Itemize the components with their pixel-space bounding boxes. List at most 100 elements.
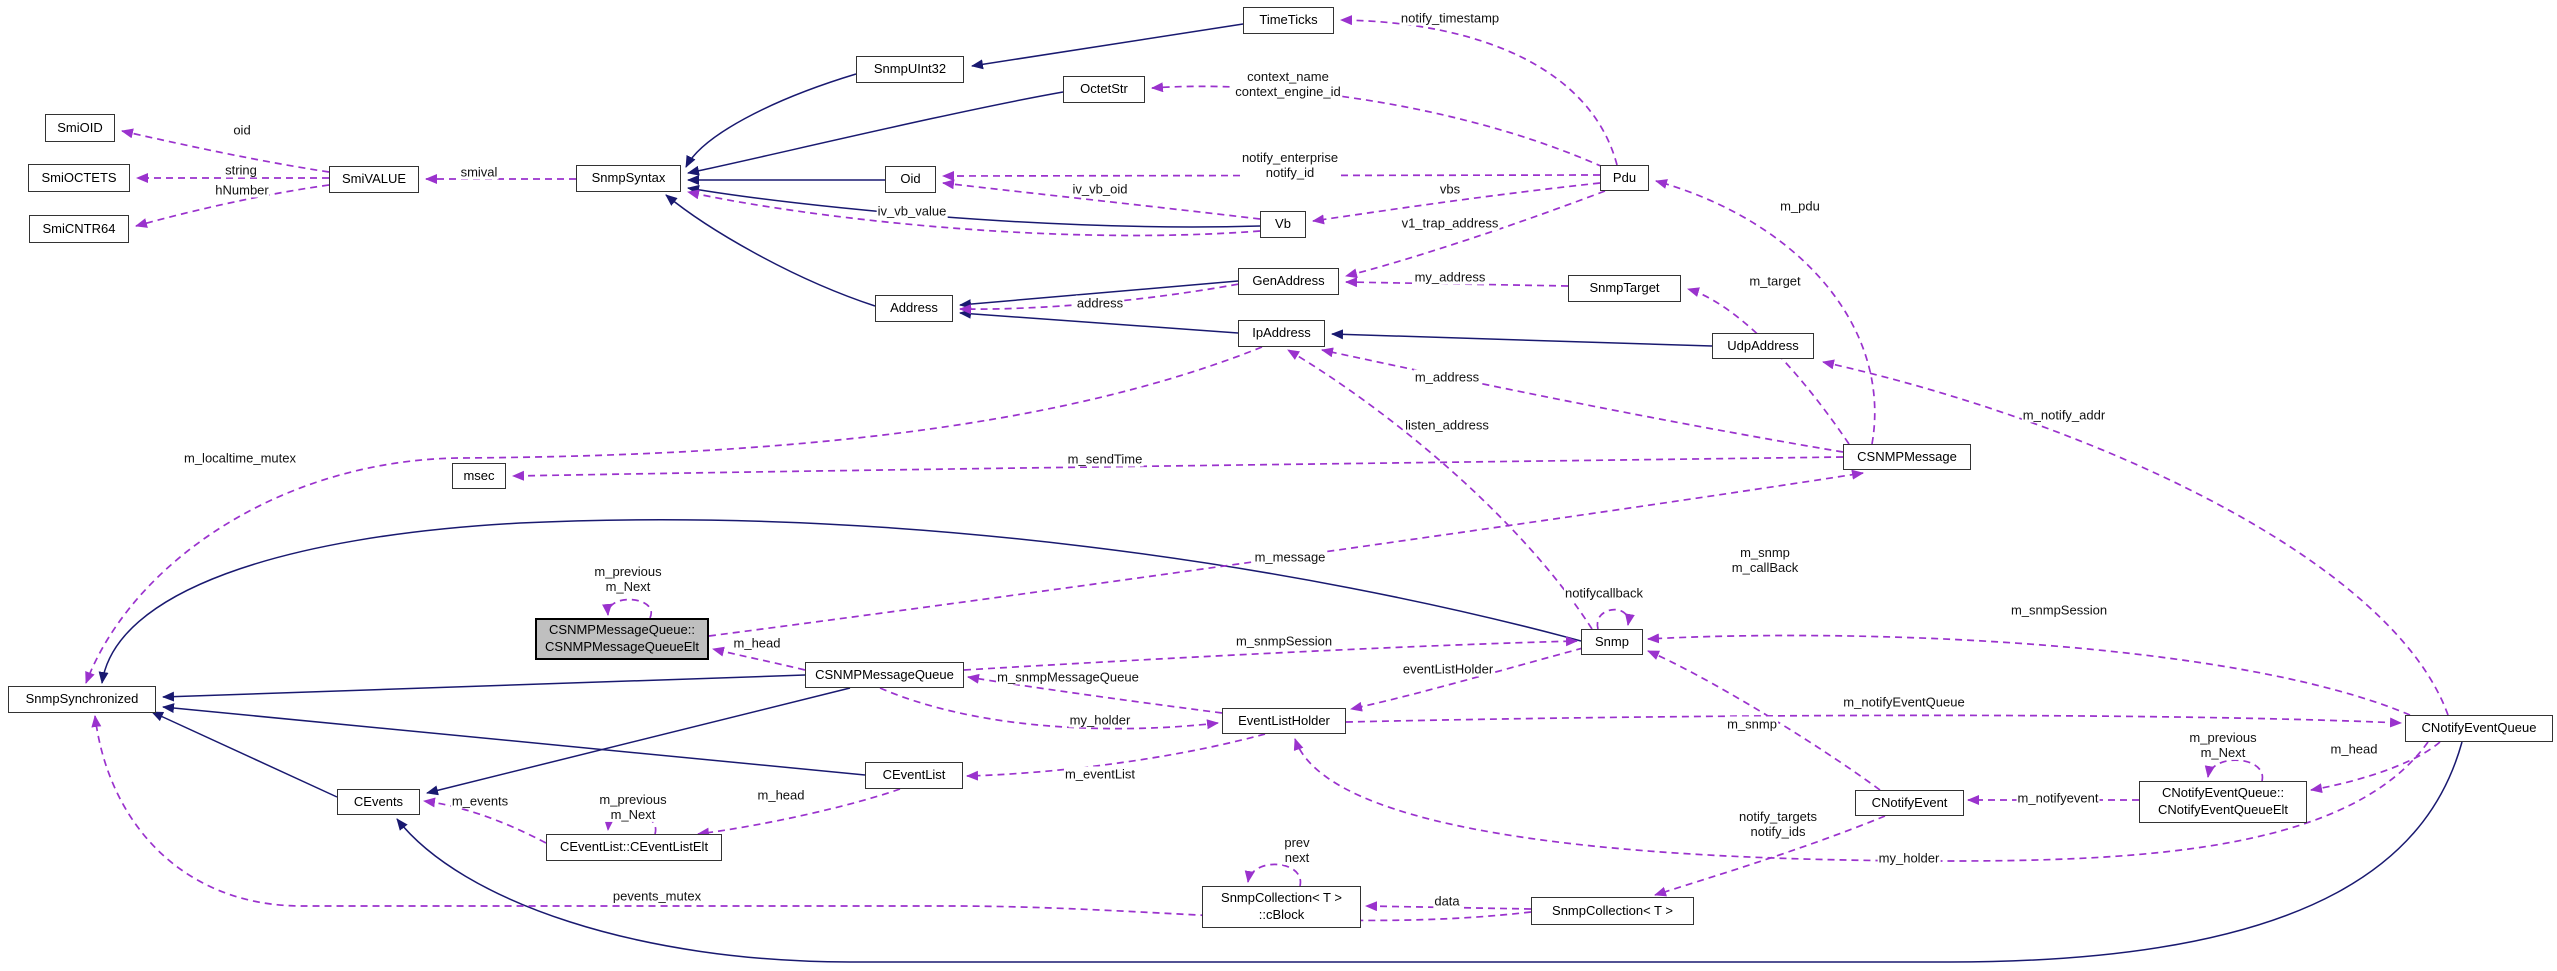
class-node-label: CSNMPMessage bbox=[1857, 448, 1957, 464]
class-node-CSNMPMessageQueue[interactable]: CSNMPMessageQueue bbox=[805, 662, 964, 688]
edge-label-line: listen_address bbox=[1405, 417, 1489, 433]
edge-label-line: m_notifyEventQueue bbox=[1843, 694, 1965, 710]
class-node-CNotifyEvent[interactable]: CNotifyEvent bbox=[1855, 790, 1964, 816]
edge-label-notifycallback: notifycallback bbox=[1563, 585, 1645, 601]
edge-label-my_holder: my_holder bbox=[1068, 712, 1132, 728]
edge-label-m_head: m_head bbox=[756, 787, 806, 803]
class-node-Address[interactable]: Address bbox=[875, 295, 953, 322]
edge-label-address: address bbox=[1075, 295, 1125, 311]
class-node-SnmpUInt32[interactable]: SnmpUInt32 bbox=[856, 56, 964, 83]
class-node-Pdu[interactable]: Pdu bbox=[1600, 165, 1649, 191]
edge-inheritance-Address-to-SnmpSyntax bbox=[665, 194, 876, 307]
edge-usage-EventListHolder-to-CNotifyEventQueue bbox=[1345, 714, 2402, 728]
class-node-label: Snmp bbox=[1595, 633, 1629, 649]
edge-label-line: m_Next bbox=[610, 807, 656, 822]
class-node-label: SmiCNTR64 bbox=[42, 220, 116, 236]
class-node-OctetStr[interactable]: OctetStr bbox=[1063, 76, 1145, 103]
edge-label-line: m_target bbox=[1749, 273, 1801, 289]
class-node-Oid[interactable]: Oid bbox=[885, 166, 936, 193]
edge-label-line: m_previous bbox=[2189, 729, 2257, 745]
class-node-label: UdpAddress bbox=[1727, 337, 1799, 353]
edge-inheritance-UdpAddress-to-IpAddress bbox=[1331, 329, 1713, 347]
class-node-label: CEventList::CEventListElt bbox=[559, 839, 709, 855]
class-node-EventListHolder[interactable]: EventListHolder bbox=[1222, 708, 1346, 734]
edge-label-line: prev bbox=[1284, 834, 1310, 850]
class-node-CEventList[interactable]: CEventList bbox=[865, 762, 963, 789]
class-node-CEvents[interactable]: CEvents bbox=[337, 789, 420, 815]
edge-label-line: m_Next bbox=[605, 579, 651, 594]
edge-label-line: smival bbox=[460, 164, 498, 180]
class-node-cBlock[interactable]: SnmpCollection< T >::cBlock bbox=[1202, 886, 1361, 928]
class-node-SnmpSyntax[interactable]: SnmpSyntax bbox=[576, 165, 681, 192]
edge-label-line: m_events bbox=[451, 793, 509, 809]
class-node-label: CSNMPMessageQueue:: bbox=[549, 622, 695, 638]
class-node-label: CNotifyEventQueue bbox=[2421, 720, 2537, 736]
edge-usage-CNotifyEvent-to-SnmpCollection bbox=[1654, 815, 1886, 897]
class-node-SmiOID[interactable]: SmiOID bbox=[45, 114, 115, 142]
edge-label-line: string bbox=[225, 162, 257, 178]
edge-usage-CEventListElt-to-CEventListElt bbox=[603, 813, 657, 835]
edge-label-line: iv_vb_value bbox=[877, 203, 947, 219]
class-node-msec[interactable]: msec bbox=[452, 463, 506, 489]
edge-usage-CSNMPMessage-to-IpAddress bbox=[1321, 347, 1844, 453]
class-node-TimeTicks[interactable]: TimeTicks bbox=[1243, 7, 1334, 34]
edge-usage-Vb-to-SnmpSyntax bbox=[687, 189, 1261, 237]
class-node-label: ::cBlock bbox=[1258, 907, 1305, 922]
class-node-SmiVALUE[interactable]: SmiVALUE bbox=[329, 166, 419, 193]
edge-usage-EventListHolder-to-CEventList bbox=[966, 733, 1266, 781]
edge-label-m_head: m_head bbox=[732, 635, 782, 651]
class-node-SnmpCollection[interactable]: SnmpCollection< T > bbox=[1531, 897, 1694, 925]
class-node-Snmp[interactable]: Snmp bbox=[1581, 629, 1643, 655]
edge-label-line: m_head bbox=[2330, 741, 2378, 757]
edge-label-line: m_notifyevent bbox=[2017, 790, 2099, 806]
edge-label-line: m_eventList bbox=[1064, 766, 1136, 782]
edge-label-line: v1_trap_address bbox=[1401, 215, 1499, 231]
class-node-Vb[interactable]: Vb bbox=[1260, 211, 1306, 238]
edge-label-line: pevents_mutex bbox=[612, 888, 702, 904]
edge-inheritance-IpAddress-to-Address bbox=[959, 308, 1239, 334]
class-node-label: CNotifyEventQueue:: bbox=[2161, 785, 2285, 801]
edge-label-line: my_address bbox=[1414, 269, 1486, 285]
edge-usage-CNotifyEventQueueElt-to-CNotifyEventQueueElt bbox=[2204, 759, 2264, 782]
edge-label-line: m_snmpMessageQueue bbox=[997, 669, 1139, 685]
edge-label-smival: smival bbox=[459, 164, 499, 180]
class-node-label: SnmpCollection< T > bbox=[1221, 890, 1342, 906]
edge-usage-EventListHolder-to-CSNMPMessageQueue bbox=[967, 673, 1223, 714]
class-node-CNotifyEventQueue[interactable]: CNotifyEventQueue bbox=[2405, 715, 2553, 742]
class-node-GenAddress[interactable]: GenAddress bbox=[1238, 268, 1339, 295]
edge-usage-Vb-to-Oid bbox=[942, 179, 1261, 220]
class-node-label: IpAddress bbox=[1252, 325, 1311, 341]
class-node-UdpAddress[interactable]: UdpAddress bbox=[1712, 333, 1814, 359]
edge-label-line: oid bbox=[233, 122, 251, 138]
class-node-SnmpTarget[interactable]: SnmpTarget bbox=[1568, 275, 1681, 302]
class-node-CNotifyEventQueueElt[interactable]: CNotifyEventQueue::CNotifyEventQueueElt bbox=[2139, 781, 2307, 823]
class-node-label: CSNMPMessageQueueElt bbox=[545, 639, 699, 654]
edge-label-m_target: m_target bbox=[1748, 273, 1802, 289]
edge-inheritance-GenAddress-to-Address bbox=[959, 280, 1239, 310]
class-node-CEventListElt[interactable]: CEventList::CEventListElt bbox=[546, 834, 722, 861]
class-node-SmiCNTR64[interactable]: SmiCNTR64 bbox=[29, 215, 129, 243]
edge-label-m_notify_addr: m_notify_addr bbox=[2021, 407, 2107, 423]
edge-label-iv_vb_oid: iv_vb_oid bbox=[1071, 181, 1129, 197]
class-node-SnmpSynchronized[interactable]: SnmpSynchronized bbox=[8, 686, 156, 713]
class-node-SmiOCTETS[interactable]: SmiOCTETS bbox=[28, 164, 130, 192]
edge-label-line: m_localtime_mutex bbox=[184, 450, 296, 466]
edge-label-line: notifycallback bbox=[1564, 585, 1644, 601]
edge-usage-GenAddress-to-Address bbox=[959, 281, 1251, 315]
edge-usage-CEventListElt-to-CEvents bbox=[423, 797, 547, 844]
class-node-IpAddress[interactable]: IpAddress bbox=[1238, 320, 1325, 347]
edge-label-m_notifyevent: m_notifyevent bbox=[2016, 790, 2100, 806]
edge-inheritance-CEvents-to-SnmpSynchronized bbox=[151, 711, 338, 798]
edge-usage-CSNMPMessageQueueElt-to-CSNMPMessageQueueElt bbox=[602, 598, 653, 619]
edge-label-line: m_snmpSession bbox=[1235, 633, 1333, 649]
class-node-CSNMPMessage[interactable]: CSNMPMessage bbox=[1843, 444, 1971, 470]
edge-label-m_snmpSession: m_snmpSession bbox=[1234, 633, 1334, 649]
edge-usage-CSNMPMessage-to-Pdu bbox=[1655, 179, 1876, 445]
edge-label-line: eventListHolder bbox=[1402, 661, 1494, 677]
edge-label-line: notify_id bbox=[1265, 165, 1315, 180]
edge-inheritance-Vb-to-SnmpSyntax bbox=[687, 184, 1261, 228]
